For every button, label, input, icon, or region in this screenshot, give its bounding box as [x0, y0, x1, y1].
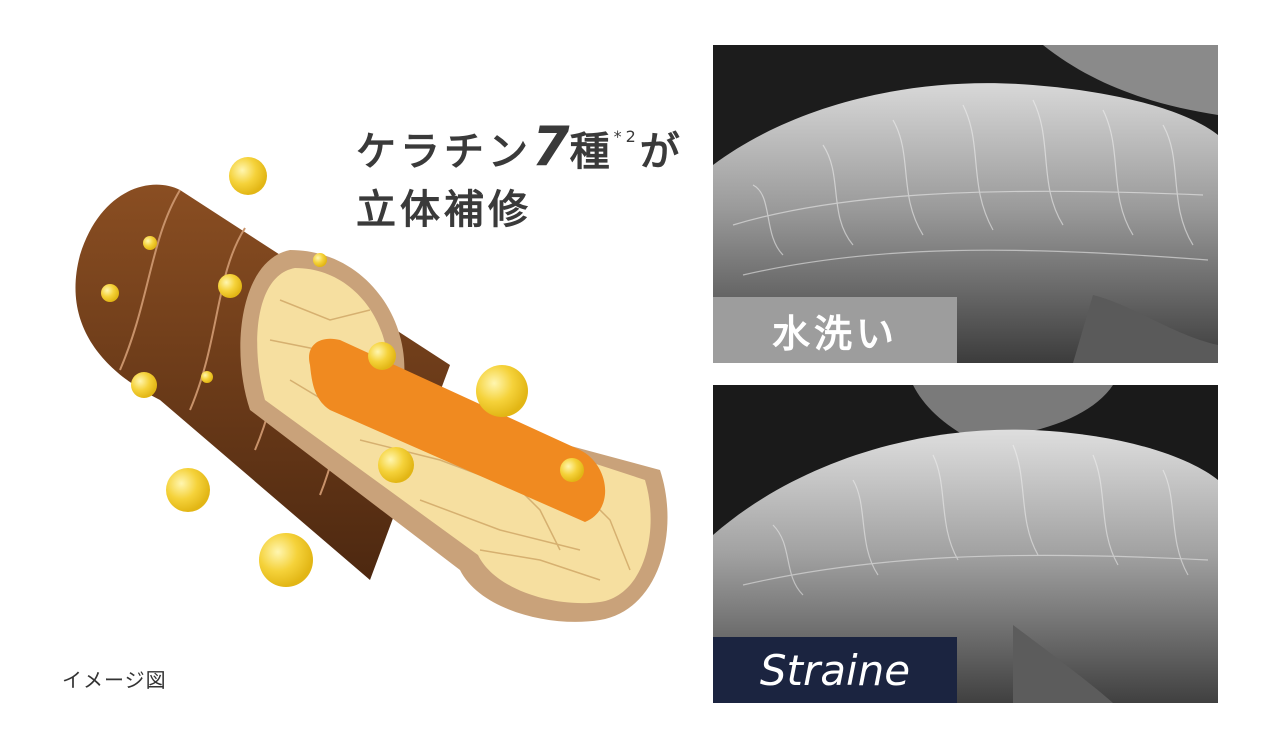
microscope-photo-water-wash: 水洗い: [713, 45, 1218, 363]
keratin-droplets: [101, 157, 584, 587]
hair-medulla: [309, 338, 606, 522]
microscope-photo-straine: Straine: [713, 385, 1218, 703]
headline-line-1: ケラチン7種*2が: [356, 115, 684, 178]
headline: ケラチン7種*2が 立体補修: [356, 118, 684, 239]
headline-line-2: 立体補修: [356, 187, 532, 233]
image-caption: イメージ図: [62, 668, 167, 692]
label-water-wash: 水洗い: [713, 297, 957, 363]
label-straine: Straine: [713, 637, 957, 703]
headline-number: 7: [532, 115, 570, 178]
footnote-mark: *2: [613, 127, 640, 146]
hair-structure-illustration: [75, 157, 668, 622]
